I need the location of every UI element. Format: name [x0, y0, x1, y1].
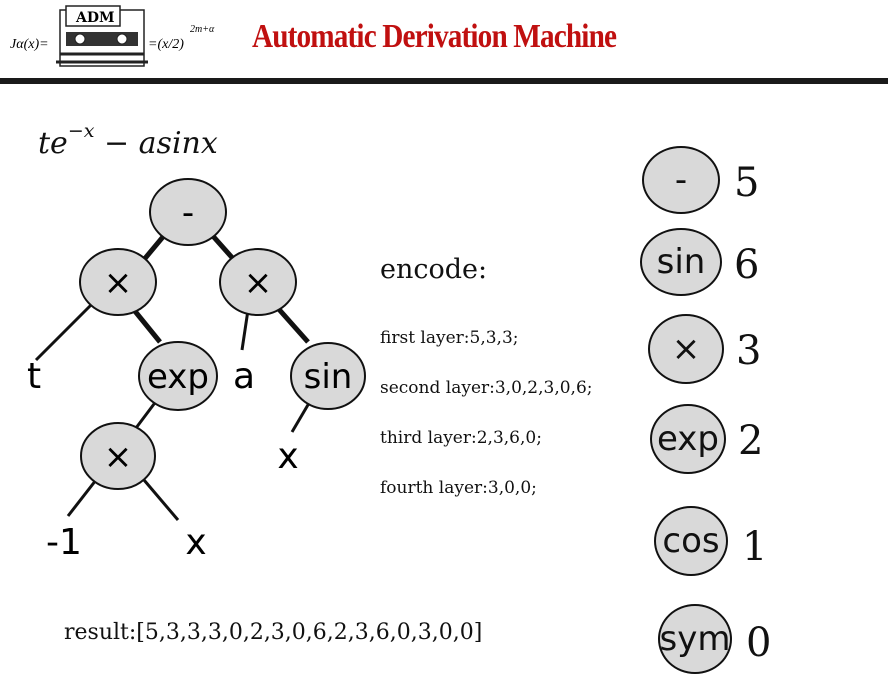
logo-formula-right: =(x/2)	[148, 37, 184, 52]
formula-exponent: −x	[67, 120, 95, 142]
sym-icon: sym	[658, 604, 732, 674]
minus-icon: -	[642, 146, 720, 214]
edge-mul-left-t	[34, 300, 96, 362]
node-mul-inner	[80, 422, 156, 490]
result-text: result:[5,3,3,3,0,2,3,0,6,2,3,6,0,3,0,0]	[64, 620, 483, 645]
layer-4: fourth layer:3,0,0;	[380, 478, 537, 498]
node-mul-left-label: ×	[104, 263, 133, 303]
node-sin-label: sin	[304, 357, 353, 397]
legend-code: 3	[736, 328, 762, 374]
exp-icon: exp	[650, 404, 726, 474]
node-exp-label: exp	[147, 357, 209, 397]
formula-rest: − asinx	[94, 126, 218, 161]
leaf-minus-one: -1	[46, 522, 82, 563]
cos-icon: cos	[654, 506, 728, 576]
node-mul-right-label: ×	[244, 263, 273, 303]
legend-code: 0	[746, 620, 772, 666]
leaf-x-inner: x	[185, 522, 206, 563]
header: Jα(x)= ADM =(x/2) 2m+α Automatic Derivat…	[0, 0, 888, 84]
legend-code: 1	[742, 524, 768, 570]
expression-tree: - × × exp sin × t a x -1 x	[27, 178, 366, 563]
logo-formula-exp: 2m+α	[190, 24, 215, 35]
node-mul-right	[219, 248, 297, 316]
header-divider	[0, 78, 888, 84]
legend-code: 2	[738, 418, 764, 464]
app-title: Automatic Derivation Machine	[252, 18, 617, 55]
leaf-t: t	[27, 356, 41, 397]
encode-title: encode:	[380, 254, 488, 285]
leaf-x-sin: x	[277, 436, 298, 477]
times-icon: ×	[648, 314, 724, 384]
logo-text: ADM	[75, 10, 115, 26]
layer-1: first layer:5,3,3;	[380, 328, 519, 348]
edge-mul-inner-x	[142, 479, 180, 521]
node-mul-left	[79, 248, 157, 316]
edge-mul-left-exp	[132, 308, 162, 344]
layer-2: second layer:3,0,2,3,0,6;	[380, 378, 593, 398]
layer-3: third layer:2,3,6,0;	[380, 428, 542, 448]
node-mul-inner-label: ×	[104, 437, 133, 477]
logo-formula-left: Jα(x)=	[10, 37, 49, 52]
node-exp	[138, 341, 218, 411]
leaf-a: a	[233, 356, 255, 397]
node-sin	[290, 342, 366, 410]
node-root	[149, 178, 227, 246]
adm-logo: Jα(x)= ADM =(x/2) 2m+α	[10, 5, 215, 67]
edge-mul-inner-minus-one	[66, 479, 98, 517]
legend-code: 6	[734, 242, 760, 288]
node-root-label: -	[182, 193, 194, 233]
edge-mul-right-sin	[274, 304, 310, 344]
formula-base: te	[38, 126, 68, 161]
edge-mul-right-a	[240, 309, 250, 351]
expression-formula: te−x − asinx	[38, 120, 218, 161]
tree-nodes	[79, 178, 366, 490]
sin-icon: sin	[640, 228, 722, 296]
legend-code: 5	[734, 160, 760, 206]
